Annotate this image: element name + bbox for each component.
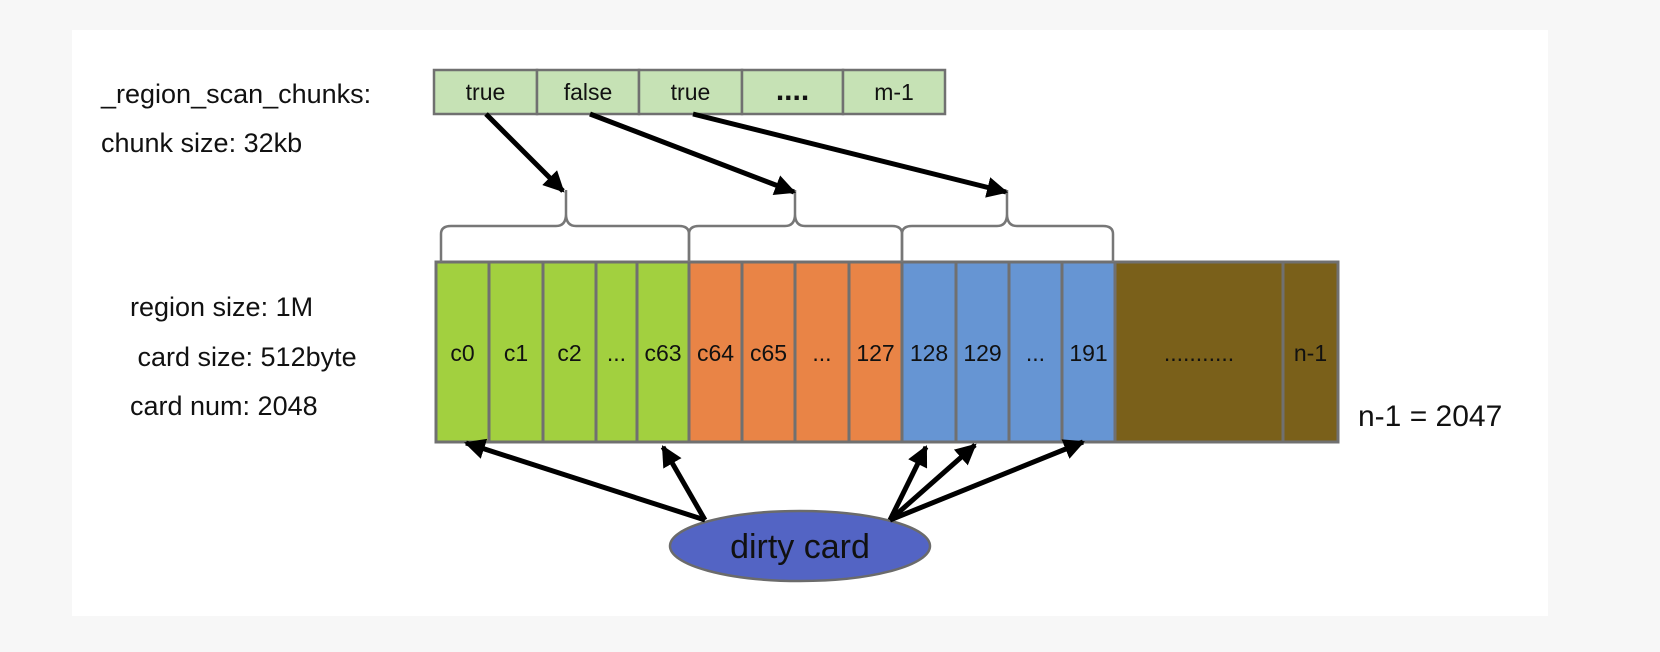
chunk-box [535, 68, 641, 116]
arrow-dirty-c0 [464, 438, 706, 523]
chunk-box [841, 68, 947, 116]
card-cell: c65 [740, 260, 797, 444]
chunk-label: m-1 [874, 79, 914, 105]
region-scan-chunks-label: _region_scan_chunks: [100, 79, 371, 109]
dirty-card-label: dirty card [730, 528, 870, 566]
card-cell: n-1 [1281, 260, 1340, 444]
card-cell: ... [793, 260, 851, 444]
card-box [847, 260, 904, 444]
chunk-box [637, 68, 744, 116]
card-label: ........... [1164, 340, 1234, 366]
card-box [635, 260, 691, 444]
chunk-label: true [466, 79, 506, 105]
card-label: ... [812, 340, 831, 366]
brace-chunk-0 [439, 190, 691, 262]
chunk-cell: true [432, 68, 539, 116]
card-cell: c1 [487, 260, 545, 444]
chunk-cell: m-1 [841, 68, 947, 116]
card-label: n-1 [1294, 340, 1327, 366]
chunk-array: true false true.... m-1 [432, 68, 947, 116]
dirty-card-arrows [464, 438, 1085, 523]
region-size-label: region size: 1M [130, 292, 313, 322]
card-cell: c2 [541, 260, 598, 444]
card-box [740, 260, 797, 444]
card-box [900, 260, 958, 444]
card-cell: 127 [847, 260, 904, 444]
card-box [1060, 260, 1117, 444]
chunk-box [432, 68, 539, 116]
card-label: c64 [697, 340, 734, 366]
card-box [434, 260, 491, 444]
chunk-cell: .... [740, 68, 845, 116]
card-label: ... [607, 340, 626, 366]
card-cell: 129 [954, 260, 1011, 444]
card-box [1113, 260, 1285, 444]
card-num-label: card num: 2048 [130, 391, 318, 421]
card-cell: c64 [687, 260, 744, 444]
chunk-size-label: chunk size: 32kb [101, 128, 302, 158]
arrow-dirty-191 [889, 439, 1085, 523]
arrow-chunk-1 [589, 111, 796, 196]
card-cell: 128 [900, 260, 958, 444]
card-label: 128 [910, 340, 948, 366]
card-label: 191 [1069, 340, 1107, 366]
card-cell: c63 [635, 260, 691, 444]
card-cell: c0 [434, 260, 491, 444]
arrow-chunk-2 [692, 111, 1009, 198]
card-size-label: card size: 512byte [130, 342, 357, 372]
brace-chunk-2 [900, 190, 1115, 262]
chunk-label: false [564, 79, 613, 105]
arrow-chunk-0 [484, 112, 565, 193]
card-label: c2 [557, 340, 581, 366]
card-label: c65 [750, 340, 787, 366]
card-cell: 191 [1060, 260, 1117, 444]
card-label: c63 [644, 340, 681, 366]
card-box [793, 260, 851, 444]
card-label: c1 [504, 340, 528, 366]
chunk-arrows [484, 111, 1009, 198]
card-label: 127 [856, 340, 894, 366]
card-label: 129 [963, 340, 1001, 366]
card-cell: ........... [1113, 260, 1285, 444]
chunk-label: .... [776, 74, 809, 107]
card-label: ... [1026, 340, 1045, 366]
n-minus-1-label: n-1 = 2047 [1358, 400, 1502, 433]
brace-chunk-1 [687, 190, 904, 262]
chunk-box [740, 68, 845, 116]
card-box [1007, 260, 1064, 444]
card-box [541, 260, 598, 444]
chunk-cell: true [637, 68, 744, 116]
card-box [1281, 260, 1340, 444]
arrow-dirty-129 [888, 443, 977, 522]
card-table: c0 c1 c2... c63 c64 c65... 127 128 129... 191....… [434, 260, 1340, 444]
card-cell: ... [594, 260, 639, 444]
card-box [687, 260, 744, 444]
arrow-dirty-128 [887, 445, 929, 522]
chunk-label: true [671, 79, 711, 105]
chunk-braces [439, 190, 1115, 262]
arrow-dirty-c63 [660, 445, 708, 522]
card-label: c0 [450, 340, 474, 366]
card-cell: ... [1007, 260, 1064, 444]
card-box [954, 260, 1011, 444]
dirty-card-ellipse [668, 509, 932, 583]
chunk-cell: false [535, 68, 641, 116]
